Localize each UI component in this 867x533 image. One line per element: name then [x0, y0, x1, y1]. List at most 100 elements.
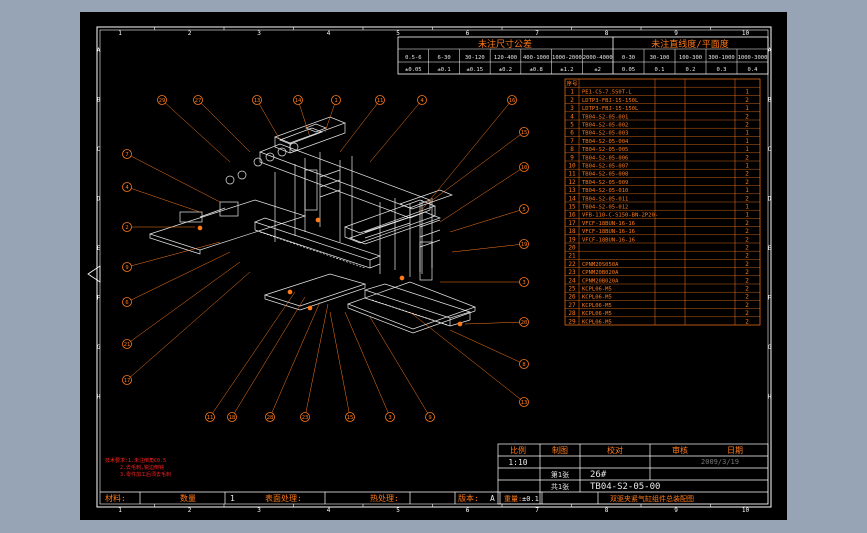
balloon-leader	[464, 321, 525, 325]
parts-row-num: 13	[568, 187, 576, 194]
designer-id: 26#	[590, 470, 607, 480]
parts-row-qty: 2	[745, 228, 749, 235]
tolerance-header-left: 未注尺寸公差	[478, 38, 532, 50]
grid-letter-right: E	[768, 245, 772, 252]
balloon-number: 27	[195, 98, 202, 104]
parts-row-num: 27	[568, 302, 576, 309]
parts-row-code: CPNM20S050A	[582, 262, 619, 268]
balloon-leader	[126, 241, 221, 268]
flatness-value-cell: 0.1	[655, 67, 665, 73]
tolerance-range-cell: 6-30	[437, 55, 450, 61]
parts-row-code: VFCF-18BUN-16-16	[582, 237, 635, 243]
parts-row-qty: 2	[745, 253, 749, 260]
grid-number-top: 1	[118, 30, 122, 37]
label-date: 日期	[727, 446, 743, 455]
balloon-leader	[126, 153, 221, 203]
tolerance-range-cell: 1000-2000	[552, 55, 582, 61]
balloon-leader	[197, 99, 251, 153]
parts-row-qty: 1	[745, 212, 749, 219]
surface-label: 表面处理:	[265, 493, 302, 503]
parts-row-code: TB04-S2-05-010	[582, 188, 628, 194]
balloon-number: 4	[125, 185, 129, 191]
balloon-number: 9	[428, 415, 431, 421]
balloon-leader	[269, 301, 321, 418]
material-label: 材料:	[105, 493, 126, 503]
label-approver: 审核	[672, 445, 688, 455]
parts-row-qty: 1	[745, 89, 749, 96]
note-line-1: 技术要求:1.未注倒角C0.5	[105, 457, 166, 464]
parts-row-num: 18	[568, 228, 576, 235]
balloon-number: 23	[302, 415, 309, 421]
heat-treatment-label: 热处理:	[370, 493, 399, 503]
balloon-number: 16	[509, 98, 516, 104]
parts-row-num: 29	[568, 318, 576, 325]
grid-number-bottom: 8	[605, 507, 609, 514]
parts-row-qty: 2	[745, 286, 749, 293]
flatness-range-cell: 300-1000	[708, 55, 735, 61]
drawing-number: TB04-S2-05-00	[590, 482, 660, 492]
parts-header-num: 序号	[566, 80, 578, 88]
part-balloon	[122, 262, 132, 272]
balloon-number: 11	[377, 98, 384, 104]
balloon-leader	[126, 271, 251, 381]
grid-letter-left: A	[97, 47, 101, 54]
grid-number-bottom: 3	[257, 507, 261, 514]
part-balloon	[157, 95, 167, 105]
balloon-leader	[451, 243, 525, 253]
balloon-leader	[324, 99, 337, 133]
parts-row-code: TB04-S2-05-008	[582, 172, 628, 178]
date-value: 2009/3/19	[701, 458, 739, 466]
flatness-range-cell: 100-300	[679, 55, 702, 61]
parts-row-num: 4	[570, 113, 574, 120]
parts-row-qty: 1	[745, 146, 749, 153]
balloon-leader	[339, 99, 381, 153]
grid-letter-right: D	[768, 196, 772, 203]
balloon-number: 4	[420, 98, 424, 104]
flatness-value-cell: 0.3	[717, 67, 727, 73]
balloon-leader	[409, 311, 525, 403]
grid-number-top: 4	[327, 30, 331, 37]
balloon-leader	[126, 251, 231, 303]
part-balloon	[519, 277, 529, 287]
parts-row-qty: 2	[745, 97, 749, 104]
grid-letter-left: E	[97, 245, 101, 252]
parts-row-qty: 2	[745, 154, 749, 161]
balloon-number: 2	[125, 225, 128, 231]
tolerance-value-cell: ±0.05	[405, 67, 422, 73]
sheet-number: 第1张	[551, 470, 569, 479]
balloon-number: 8	[522, 362, 525, 368]
balloon-number: 6	[125, 300, 128, 306]
parts-row-code: VFCF-18BUN-16-16	[582, 221, 635, 227]
tolerance-value-cell: ±2	[594, 67, 601, 73]
grid-letter-left: C	[97, 146, 101, 153]
part-balloon	[122, 182, 132, 192]
parts-row-num: 3	[570, 105, 574, 112]
grid-letter-left: F	[97, 295, 101, 302]
balloon-number: 17	[124, 378, 131, 384]
parts-row-qty: 2	[745, 113, 749, 120]
parts-row-qty: 1	[745, 138, 749, 145]
part-balloon	[293, 95, 303, 105]
quantity-label: 数量	[180, 493, 196, 503]
grid-number-top: 9	[674, 30, 678, 37]
part-balloon	[417, 95, 427, 105]
quantity-value: 1	[230, 494, 235, 503]
tolerance-range-cell: 400-1000	[523, 55, 550, 61]
part-balloon	[519, 359, 529, 369]
technical-notes: 技术要求:1.未注倒角C0.5 2.去毛刺,锐边倒钝 3.零件加工后须去毛刺	[105, 457, 171, 478]
part-balloon	[425, 412, 435, 422]
grid-number-top: 6	[466, 30, 470, 37]
label-checker: 校对	[607, 445, 623, 455]
grid-letter-right: B	[768, 97, 772, 104]
parts-row-qty: 2	[745, 310, 749, 317]
part-balloon	[252, 95, 262, 105]
parts-row-num: 23	[568, 269, 576, 276]
grid-number-top: 3	[257, 30, 261, 37]
tolerance-range-cell: 2000-4000	[583, 55, 613, 61]
parts-row-num: 22	[568, 261, 576, 268]
parts-row-num: 17	[568, 220, 576, 227]
parts-row-qty: 1	[745, 163, 749, 170]
